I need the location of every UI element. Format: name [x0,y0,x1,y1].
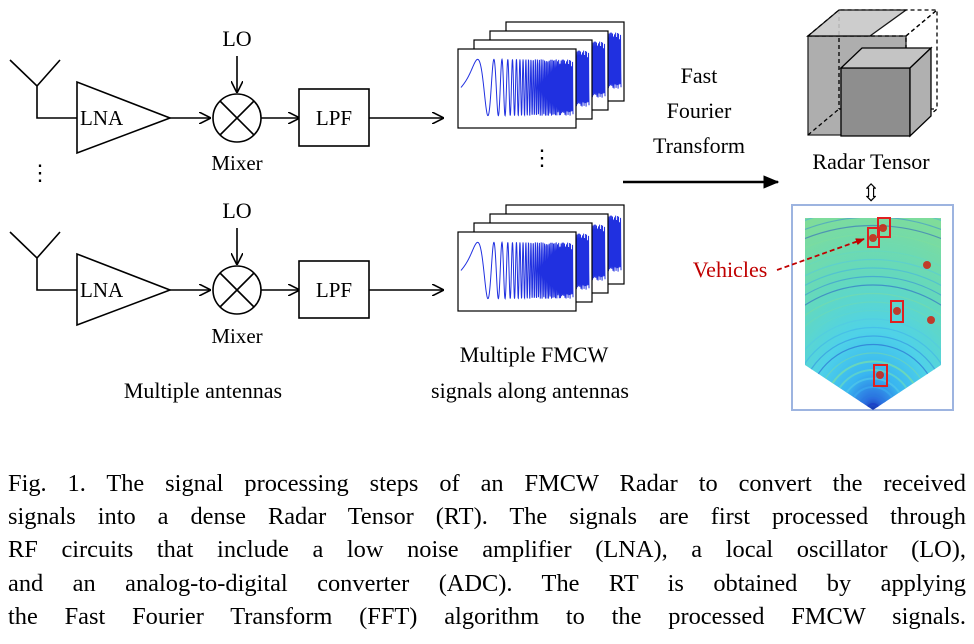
lna-amplifier-top [76,80,173,155]
range-ring [805,318,941,410]
range-ring [805,224,941,410]
range-ring [805,335,941,410]
vdots-signals: ⋮ [531,145,553,170]
reflection-hotspot [893,307,901,315]
range-ring [805,267,941,410]
radar-tensor-label: Radar Tensor [812,149,930,174]
fmcw-signal-stack-top [457,21,625,129]
radar-heatmap: Vehicles [693,204,954,411]
range-ring [815,352,931,410]
lpf-block-bottom [298,260,370,319]
range-ring [805,301,941,410]
antenna-chain-bottom: LNA LO Mixer LPF [9,198,625,348]
reflection-hotspot [879,224,887,232]
range-ring [805,309,941,410]
fmcw-signal-stack-bottom [457,204,625,312]
fmcw-radar-diagram: LNA LO Mixer LPF ⋮ ⋮ LNA LO Mixer LPF [9,8,954,411]
chirp-waveform [460,57,574,117]
range-ring [806,343,940,410]
range-ring [823,360,923,410]
lpf-label-top: LPF [316,106,352,130]
lna-amplifier-bottom [76,252,173,327]
double-arrow-icon: ⇳ [861,181,881,207]
lpf-block-top [298,88,370,147]
range-ring [805,241,941,410]
reflection-hotspot [923,261,931,269]
antenna-icon [9,59,77,119]
antenna-icon [9,231,77,291]
range-ring [805,284,941,410]
reflection-hotspot [876,371,884,379]
fft-label-line3: Transform [653,133,745,158]
fmcw-label-line1: Multiple FMCW [460,342,609,367]
multiple-antennas-label: Multiple antennas [124,378,282,403]
mixer-icon-bottom [212,265,262,315]
vehicles-pointer-arrow [776,238,865,271]
reflection-hotspot [869,234,877,242]
range-ring [805,250,941,410]
vehicles-label: Vehicles [693,257,768,282]
fft-label-line2: Fourier [667,98,732,123]
mixer-icon-top [212,93,262,143]
range-ring [805,326,941,410]
fmcw-label-line2: signals along antennas [431,378,629,403]
figure-caption: Fig. 1. The signal processing steps of a… [8,467,966,633]
caption-line: RF circuits that include a low noise amp… [8,536,966,564]
reflection-hotspot [927,316,935,324]
lpf-label-bottom: LPF [316,278,352,302]
range-ring [805,258,941,410]
antenna-chain-top: LNA LO Mixer LPF ⋮ ⋮ [9,21,625,185]
range-ring [857,394,889,410]
vdots-left-top: ⋮ [29,160,51,185]
vehicle-box [890,300,904,323]
fft-label-line1: Fast [681,63,718,88]
vehicle-box [867,227,880,248]
lo-label-top: LO [222,26,251,51]
lna-label-top: LNA [80,106,124,130]
vehicle-box [873,364,888,387]
mixer-label-bottom: Mixer [211,324,262,348]
chirp-waveform [460,240,574,300]
caption-line: Fig. 1. The signal processing steps of a… [8,470,966,497]
range-ring [805,292,941,410]
lna-label-bottom: LNA [80,278,124,302]
range-ring [866,403,880,410]
radar-tensor-cube-icon [806,8,939,138]
fft-step: Fast Fourier Transform [623,63,780,189]
caption-line: and an analog-to-digital converter (ADC)… [8,569,966,597]
caption-line: signals into a dense Radar Tensor (RT). … [8,503,966,531]
lo-label-bottom: LO [222,198,251,223]
range-ring [805,275,941,410]
mixer-label-top: Mixer [211,151,262,175]
caption-line: the Fast Fourier Transform (FFT) algorit… [8,602,966,630]
